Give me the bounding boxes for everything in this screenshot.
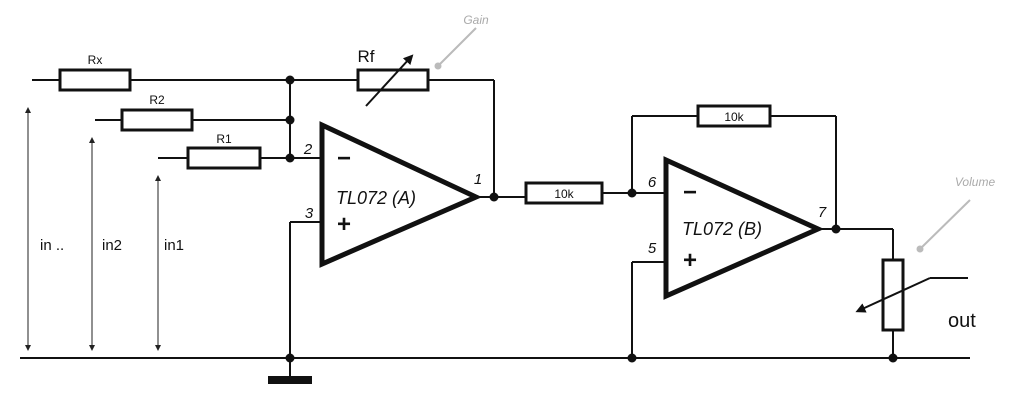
opamp-a-minus: − xyxy=(337,145,351,172)
label-r2: R2 xyxy=(149,93,165,107)
junction-dot xyxy=(285,115,295,125)
input-label-in2: in2 xyxy=(102,237,122,254)
junction-dot xyxy=(489,192,499,202)
pin-5-label: 5 xyxy=(648,240,657,257)
label-10k-fb: 10k xyxy=(724,110,744,124)
rf-variable-arrow xyxy=(365,54,414,107)
pin-2-label: 2 xyxy=(303,141,313,158)
pin-7-label: 7 xyxy=(818,204,827,221)
input-label-in-n: in .. xyxy=(40,237,64,254)
gain-annotation: Gain xyxy=(463,13,489,27)
junction-dot xyxy=(627,353,637,363)
junction-dot xyxy=(285,153,295,163)
input-label-in1: in1 xyxy=(164,237,184,254)
gain-leader xyxy=(437,27,477,67)
junction-dot xyxy=(888,353,898,363)
opamp-b-plus: + xyxy=(683,247,697,274)
pin-6-label: 6 xyxy=(648,174,657,191)
junction-dot xyxy=(285,75,295,85)
resistor-rf xyxy=(356,68,430,92)
resistor-rx xyxy=(58,68,132,92)
opamp-a-plus: + xyxy=(337,211,351,238)
label-rx: Rx xyxy=(88,53,103,67)
opamp-b-minus: − xyxy=(683,179,697,206)
opamp-a-label: TL072 (A) xyxy=(336,188,416,208)
pin-3-label: 3 xyxy=(305,205,314,222)
output-label: out xyxy=(948,310,976,332)
label-10k-mid: 10k xyxy=(554,187,574,201)
resistor-r1 xyxy=(186,146,262,170)
ground-bar xyxy=(268,376,312,384)
resistor-10k-mid xyxy=(524,181,604,205)
opamp-b xyxy=(663,156,825,300)
junction-dot xyxy=(285,353,295,363)
volume-leader-dot xyxy=(916,245,924,253)
resistor-r2 xyxy=(120,108,194,132)
pin-1-label: 1 xyxy=(474,171,482,188)
resistor-10k-fb xyxy=(696,104,772,128)
opamp-b-label: TL072 (B) xyxy=(682,219,762,239)
pot-wiper-arrow xyxy=(855,277,931,313)
gain-leader-dot xyxy=(434,62,442,70)
label-rf: Rf xyxy=(358,47,375,66)
volume-leader xyxy=(919,199,971,250)
volume-annotation: Volume xyxy=(955,175,996,189)
junction-dot xyxy=(831,224,841,234)
label-r1: R1 xyxy=(216,132,232,146)
opamp-a xyxy=(319,121,483,268)
junction-dot xyxy=(627,188,637,198)
